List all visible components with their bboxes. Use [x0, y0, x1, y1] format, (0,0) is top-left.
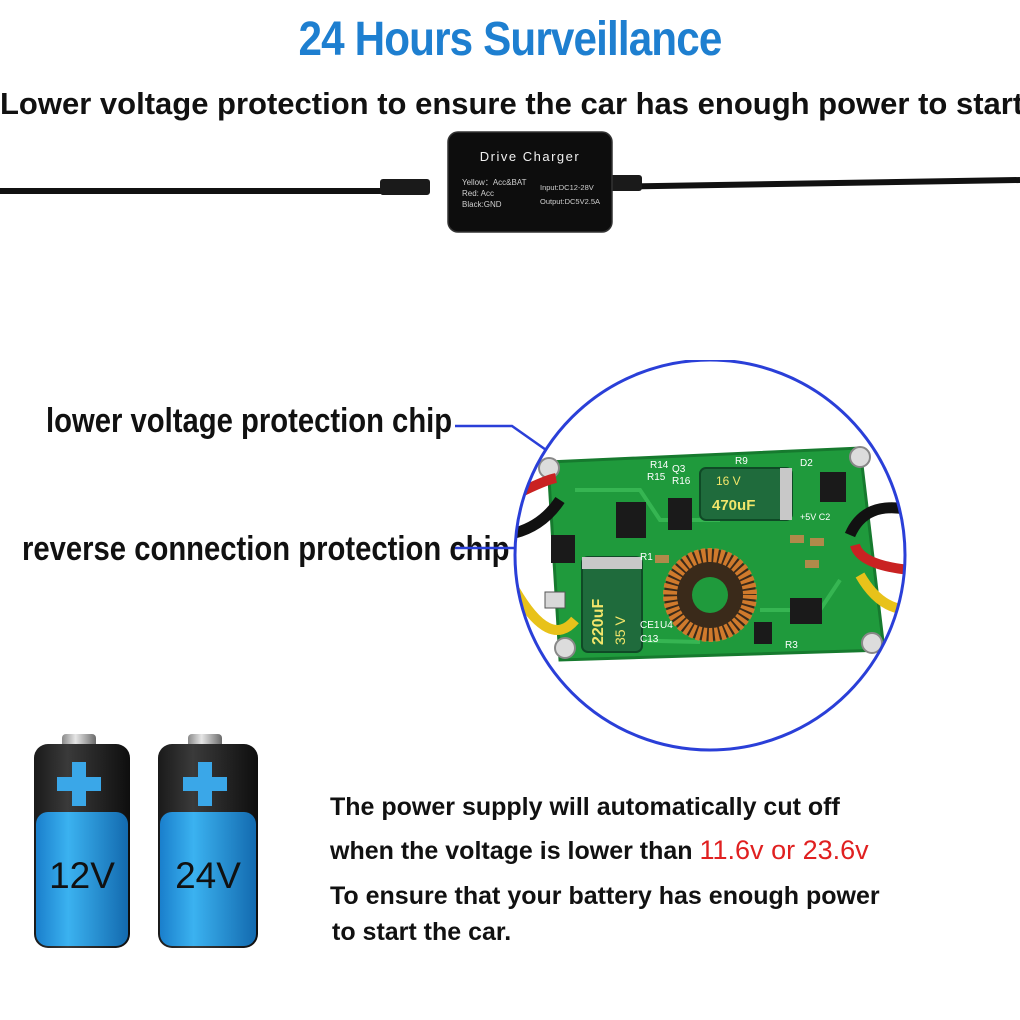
chip-lower-voltage: [616, 502, 646, 538]
svg-text:16 V: 16 V: [716, 474, 741, 488]
svg-text:35 V: 35 V: [612, 616, 628, 645]
charger-wire-black: Black:GND: [462, 200, 502, 209]
svg-text:C13: C13: [640, 634, 659, 645]
svg-text:R15: R15: [647, 472, 666, 483]
svg-text:R1: R1: [640, 552, 653, 563]
voltage-threshold-highlight: 11.6v or 23.6v: [699, 835, 869, 865]
battery-12v: 12V: [34, 734, 130, 948]
battery-12v-label: 12V: [49, 855, 115, 896]
svg-text:Q3: Q3: [672, 464, 686, 475]
svg-text:R3: R3: [785, 640, 798, 651]
svg-text:R14: R14: [650, 460, 669, 471]
svg-text:220uF: 220uF: [590, 599, 607, 645]
svg-text:D2: D2: [800, 458, 813, 469]
drive-charger-illustration: Drive Charger Yellow：Acc&BAT Red: Acc Bl…: [0, 131, 1020, 233]
strain-relief-left: [380, 179, 430, 195]
page-subtitle: Lower voltage protection to ensure the c…: [0, 86, 1020, 121]
charger-box: [447, 131, 613, 233]
page-title: 24 Hours Surveillance: [298, 13, 723, 66]
svg-text:+5V C2: +5V C2: [800, 512, 830, 522]
svg-text:R16: R16: [672, 476, 691, 487]
charger-input: Input:DC12-28V: [540, 183, 594, 192]
magnifier-circle-border: [513, 360, 907, 752]
battery-24v: 24V: [158, 734, 258, 948]
batteries-illustration: 12V 24V: [34, 734, 258, 948]
charger-wire-yellow: Yellow：Acc&BAT: [462, 178, 527, 187]
charger-name: Drive Charger: [480, 149, 580, 164]
strain-relief-right: [606, 175, 642, 191]
info-line-3: To ensure that your battery has enough p…: [330, 882, 880, 910]
info-line-4: to start the car.: [332, 918, 512, 946]
svg-text:U4: U4: [660, 620, 673, 631]
charger-output: Output:DC5V2.5A: [540, 197, 600, 206]
pcb-magnified-view: 220uF 35 V 470uF 16 V R14 R15 Q3 R16 R9 …: [455, 360, 907, 752]
svg-text:R9: R9: [735, 456, 748, 467]
info-line-1: The power supply will automatically cut …: [330, 793, 840, 821]
cable-right: [599, 177, 1020, 190]
battery-24v-label: 24V: [175, 855, 241, 896]
callout-reverse-connection-chip: reverse connection protection chip: [22, 530, 510, 568]
charger-wire-red: Red: Acc: [462, 189, 494, 198]
svg-text:470uF: 470uF: [712, 497, 755, 514]
chip-reverse-connection: [551, 535, 575, 563]
callout-lower-voltage-chip: lower voltage protection chip: [46, 402, 453, 440]
info-line-2-prefix: when the voltage is lower than: [330, 837, 700, 865]
cable-left: [0, 182, 427, 194]
info-line-2: when the voltage is lower than 11.6v or …: [330, 835, 869, 866]
svg-text:CE1: CE1: [640, 620, 660, 631]
wire-black: [515, 496, 565, 541]
